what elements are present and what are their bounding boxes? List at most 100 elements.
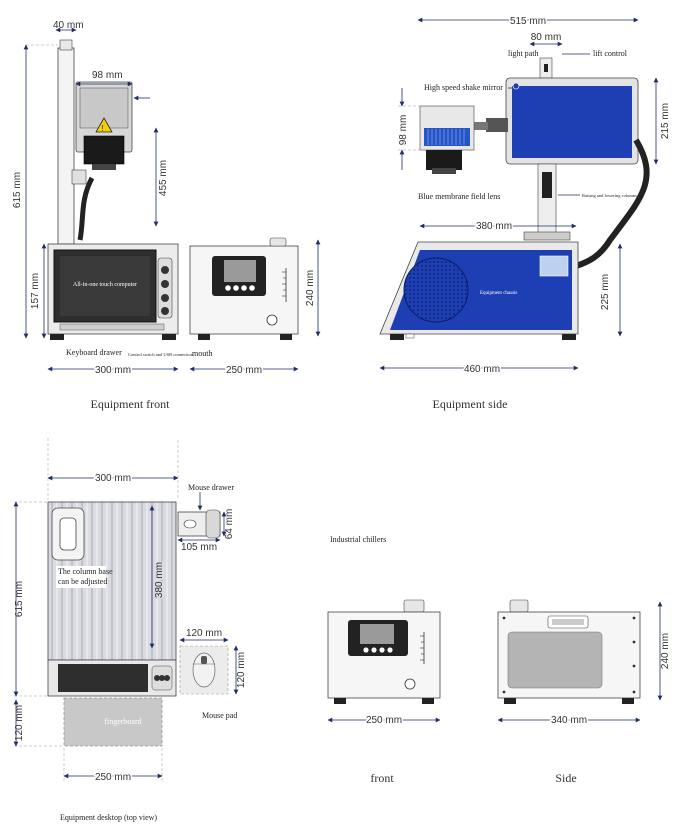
chiller-side-foot-right [622,698,634,704]
equipment-desktop-view: 300 mm The column base can be adjusted 3… [13,438,247,822]
side-galvo-coupling [486,118,508,132]
dim-side-base-width: 460 mm [464,364,500,375]
control-box-cap [269,237,287,247]
label-column-base-1: The column base [58,567,113,576]
chiller-side-handle-grip [552,619,584,625]
front-column-cap [59,39,73,51]
light-path-marker [512,82,520,90]
front-lens-block [83,135,125,165]
chiller-screw-5 [632,640,636,644]
dim-chiller-height: 240 mm [660,633,671,669]
side-galvo-tube [470,122,488,130]
chiller-side-foot-left [504,698,516,704]
dim-chiller-side-width: 340 mm [551,715,587,726]
side-chassis-fan [403,257,469,323]
label-light-path: light path [508,49,538,58]
control-box-key-2 [233,285,239,291]
label-chassis: Equipment chassis [480,291,517,296]
dim-control-box-height: 240 mm [305,270,316,306]
chiller-screw-4 [632,690,636,694]
dim-column-width: 380 mm [476,221,512,232]
dim-chassis-height: 225 mm [600,274,611,310]
fingerboard [63,697,163,747]
mouse-icon-wheel [201,656,207,664]
chiller-front-foot-right [422,698,434,704]
chiller-title: Industrial chillers [330,535,386,544]
keyboard-drawer [59,323,165,331]
chiller-screw-3 [502,690,506,694]
control-box-key-3 [241,285,247,291]
field-lens [426,150,462,170]
chiller-front-foot-left [334,698,346,704]
label-fingerboard: fingerboard [104,717,141,726]
label-raising: Raising and lowering columns [582,193,637,198]
control-box-foot-left [198,334,210,340]
dim-top-width: 40 mm [53,20,84,31]
label-shake-mirror: High speed shake mirror [424,83,503,92]
industrial-chiller-views: Industrial chillers 250 mm front [327,535,671,785]
front-column [57,47,75,245]
touch-screen-glass [60,256,150,316]
label-keyboard-drawer: Keyboard drawer [66,348,122,357]
dim-front-width: 300 mm [95,365,131,376]
dim-pad-height: 120 mm [236,652,247,688]
dim-mouse-drawer-width: 105 mm [181,542,217,553]
side-chassis-window [539,255,569,277]
label-mouth: mouth [192,349,212,358]
front-button-4 [161,307,169,315]
dim-chiller-front-width: 250 mm [366,715,402,726]
side-foot-right [562,334,576,340]
chiller-screw-6 [632,664,636,668]
dim-base-height: 157 mm [30,273,41,309]
field-lens-tip [432,168,456,174]
label-column-base-2: can be adjusted [58,577,107,586]
equipment-front-view: 40 mm ! 98 mm 455 mm 615 mm 157 mm All- [12,20,321,411]
column-base-slot [59,517,77,551]
dim-mouse-drawer-height: 64 mm [224,509,235,540]
control-box-display [224,260,256,282]
chiller-key-1 [363,647,369,653]
dim-keyboard-depth: 120 mm [14,705,25,741]
control-box-foot-right [280,334,292,340]
dim-desktop-width: 300 mm [95,473,131,484]
warning-icon [95,117,113,133]
dim-keyboard-width: 250 mm [95,772,131,783]
front-clamp [71,169,87,185]
side-foot-left [390,334,404,340]
chiller-front-display [360,624,394,644]
chiller-key-4 [387,647,393,653]
label-field-lens: Blue membrane field lens [418,192,500,201]
dim-side-total-width: 515 mm [510,16,546,27]
shake-mirror-fins [424,128,470,146]
column-base-note-bg [56,566,106,588]
equipment-side-view: 515 mm 80 mm light path lift control Hig… [379,15,671,411]
lift-knob-slot [544,64,548,72]
label-control-switch: Control switch and USB connection [128,352,194,357]
control-box-gauge-ticks [282,271,286,297]
desktop-screen [58,664,148,692]
mouse-drawer-mouse [183,519,197,529]
chiller-screw-1 [502,616,506,620]
chiller-side-vent [507,631,603,689]
chiller-screw-2 [632,616,636,620]
control-box-knob [266,314,278,326]
front-cable [77,176,95,241]
label-mouse-pad: Mouse pad [202,711,237,720]
dim-side-head-height: 215 mm [660,103,671,139]
label-lift-control: lift control [593,49,628,58]
side-column-base [523,231,571,241]
front-button-1 [161,266,169,274]
dim-total-height: 615 mm [12,172,23,208]
front-button-2 [161,280,169,288]
front-button-3 [161,294,169,302]
dim-control-box-width: 250 mm [226,365,262,376]
chiller-side-cap [509,599,529,613]
control-box-key-1 [225,285,231,291]
desktop-button-2 [159,675,165,681]
front-foot-left [50,334,64,340]
caption-equipment-side: Equipment side [433,397,508,411]
side-cable [569,138,650,271]
mouse-drawer-handle [205,509,221,539]
